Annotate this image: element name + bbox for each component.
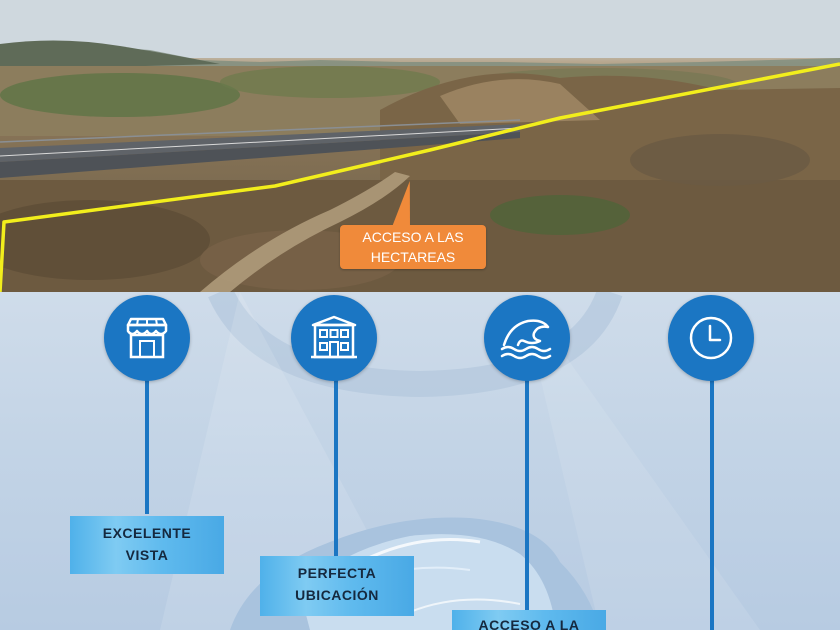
feature-3-line1: ACCESO A LA (478, 617, 580, 630)
feature-1-connector (145, 372, 149, 514)
feature-2-line1: PERFECTA (297, 565, 377, 581)
feature-label-perfecta-ubicacion: PERFECTA UBICACIÓN (260, 556, 414, 616)
landscape-illustration (0, 0, 840, 292)
feature-2-connector (334, 372, 338, 556)
building-icon (291, 295, 377, 381)
feature-label-acceso-a-la: ACCESO A LA (452, 610, 606, 630)
access-callout: ACCESO A LAS HECTAREAS (340, 225, 486, 269)
access-callout-line2: HECTAREAS (370, 249, 456, 265)
wave-icon (484, 295, 570, 381)
feature-3-connector (525, 372, 529, 610)
features-infographic: EXCELENTE VISTA PERFECTA UBICACIÓN (0, 292, 840, 630)
feature-label-excelente-vista: EXCELENTE VISTA (70, 516, 224, 574)
storefront-icon (104, 295, 190, 381)
access-callout-line1: ACCESO A LAS (362, 229, 464, 245)
feature-1-line2: VISTA (125, 547, 169, 563)
feature-1-line1: EXCELENTE (102, 525, 192, 541)
property-boundary-line (0, 62, 840, 292)
clock-icon (668, 295, 754, 381)
feature-2-line2: UBICACIÓN (295, 587, 379, 603)
aerial-photo: ACCESO A LAS HECTAREAS (0, 0, 840, 292)
feature-4-connector (710, 372, 714, 630)
